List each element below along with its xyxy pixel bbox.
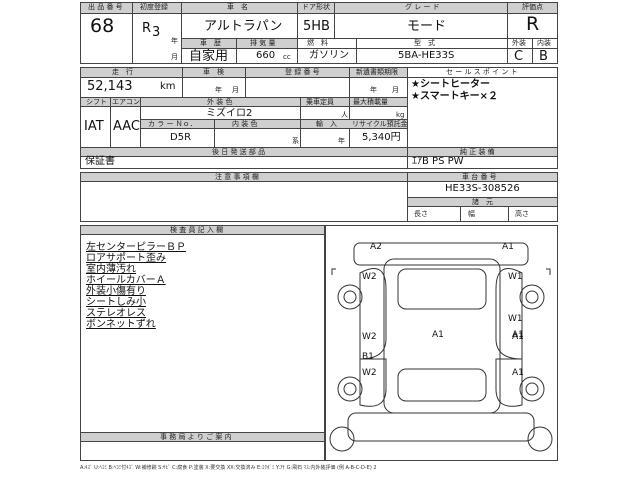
damage-mark: A1 [512,368,524,378]
header-frame [80,2,558,64]
year-suffix: 年 [171,37,178,45]
damage-mark: W2 [362,332,377,342]
displacement-unit: cc [283,53,291,61]
sales-point-1: ★シートヒーター [411,79,490,90]
interior-color-label: 内 装 色 [232,120,258,128]
shift: IAT [84,119,104,134]
chassis-no: HE33S-308526 [445,183,520,194]
import-label: 輸 入 [316,120,337,128]
color: ミズイロ2 [206,108,253,119]
recycle-check-label: 新遺書類期限 [356,68,398,76]
mileage-label: 走 行 [112,68,133,76]
inspector-label: 検 査 員 記 入 欄 [170,226,224,234]
usage-label: 車 歴 [200,39,221,47]
grade-label: グ レ ー ド [405,3,440,11]
car-name: アルトラパン [204,19,283,34]
color-no-label: カ ラ ー Ｎｏ． [148,120,197,128]
sales-points-label: セ ー ル ス ポ イ ン ト [446,68,518,76]
damage-mark: A1 [432,330,444,340]
inspector-note: ボンネットずれ [86,319,156,330]
damage-mark: B1 [362,352,374,362]
inspector-note: ステレオレス [86,308,146,319]
notes-label: 注 意 事 項 欄 [215,173,259,181]
shaken-month: 月 [232,86,239,94]
exterior-score: C [514,49,524,64]
lot-label-bg [81,3,132,13]
legend-footer: A:ｷｽﾞ U:ﾍｺﾐ B:ﾍｺﾐ付ｷｽﾞ W:補修跡 S:ｻﾋﾞ C:腐食 P… [80,465,377,471]
displacement-label: 排 気 量 [250,39,276,47]
shaken-year: 年 [215,86,222,94]
lot-label: 出 品 番 号 [88,3,123,11]
fuel-label: 燃 料 [307,39,328,47]
damage-mark: W1 [508,272,523,282]
fuel: ガソリン [309,50,349,61]
color-no: D5R [170,132,192,143]
damage-mark: A1 [512,330,524,340]
recycle-year: 年 [370,86,377,94]
lot-number: 68 [90,15,115,37]
shift-label: シフト [86,98,107,106]
inspector-note: 室内薄汚れ [86,264,136,275]
damage-mark: A1 [512,332,524,342]
interior-label: 内装 [537,39,551,47]
color-suffix: 系 [292,137,299,145]
recycle-fee: 5,340円 [362,132,401,143]
usage: 自家用 [189,49,229,64]
plate-label: 登 録 番 号 [285,68,320,76]
import-unit: 年 [338,137,345,145]
inspector-note: 外装小傷有り [86,286,146,297]
recycle-month: 月 [392,86,399,94]
era: R [142,21,152,36]
load-unit: kg [396,111,405,119]
ac-label: エアコン [112,98,140,106]
office-label: 事 務 局 よ り ご 案 内 [160,433,232,441]
damage-mark: A1 [502,242,514,252]
width-label: 幅 [468,210,475,218]
std-label: 純 正 装 備 [460,148,495,156]
capacity-unit: 人 [341,111,348,119]
mileage-value: 52,143 [87,79,133,94]
after-value: 保証書 [85,156,115,167]
damage-mark: W2 [362,272,377,282]
height-label: 高さ [515,210,529,218]
mileage-unit: km [160,81,176,92]
recycle-label: リサイクル預託金 [352,120,408,128]
exterior-label: 外装 [512,39,526,47]
grade: モード [407,19,447,34]
score: R [526,13,540,35]
damage-mark: W1 [508,314,523,324]
score-label: 評価点 [522,3,543,11]
model: 5BA-HE33S [398,50,455,61]
inspector-note: シートしみ小 [86,297,146,308]
length-label: 長さ [414,210,428,218]
door-label: ドア形状 [302,3,330,11]
car-name-label: 車 名 [227,3,248,11]
month-suffix: 月 [171,53,178,61]
door-type: 5HB [303,19,330,34]
capacity-label: 乗車定員 [306,98,334,106]
damage-mark: W2 [362,368,377,378]
load-label: 最大積載量 [353,98,388,106]
first-reg-label: 初度登録 [140,3,168,11]
damage-mark: A2 [370,242,382,252]
interior-score: B [539,49,548,64]
sales-point-2: ★スマートキー×２ [411,91,499,102]
ac: AAC [113,119,140,134]
inspector-note: ロアサポート歪み [86,253,166,264]
shaken-label: 車 検 [203,68,224,76]
era-year: 3 [152,25,161,40]
inspector-note: ホイールカバーＡ [86,275,166,286]
after-label: 後 日 発 送 部 品 [212,148,266,156]
color-label: 外 装 色 [207,98,233,106]
dims-label: 諸 元 [472,198,493,206]
displacement: 660 [256,50,276,61]
model-label: 型 式 [414,39,435,47]
std-value: ｴｱB PS PW [412,156,464,167]
chassis-label: 車 台 番 号 [462,173,497,181]
inspector-note: 左センターピラーＢＰ [86,242,186,253]
